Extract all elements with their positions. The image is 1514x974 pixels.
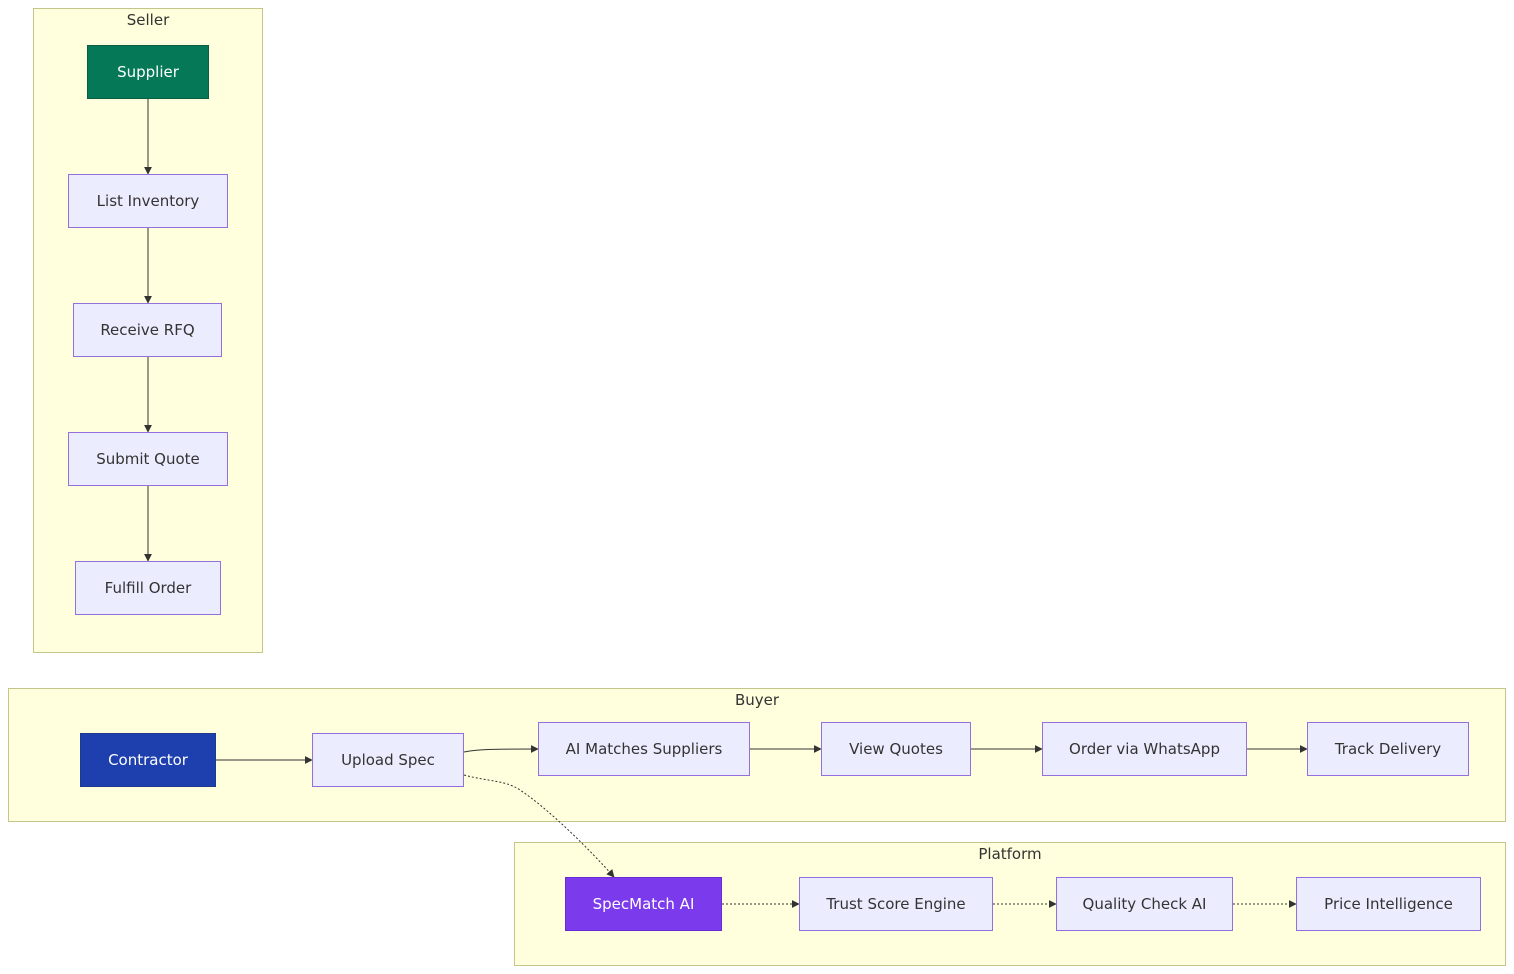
seller-lane-title: Seller — [126, 11, 170, 29]
node-supplier: Supplier — [87, 45, 209, 99]
node-price-intelligence-label: Price Intelligence — [1324, 895, 1453, 913]
node-specmatch-ai-label: SpecMatch AI — [592, 895, 695, 913]
node-ai-matches-suppliers-label: AI Matches Suppliers — [565, 740, 723, 758]
node-view-quotes: View Quotes — [821, 722, 971, 776]
node-contractor: Contractor — [80, 733, 216, 787]
node-price-intelligence: Price Intelligence — [1296, 877, 1481, 931]
node-fulfill-order: Fulfill Order — [75, 561, 221, 615]
node-list-inventory: List Inventory — [68, 174, 228, 228]
node-trust-score-engine-label: Trust Score Engine — [826, 895, 966, 913]
buyer-lane-title: Buyer — [734, 691, 780, 709]
node-quality-check-ai-label: Quality Check AI — [1082, 895, 1207, 913]
node-track-delivery: Track Delivery — [1307, 722, 1469, 776]
platform-lane-title: Platform — [978, 845, 1042, 863]
buyer-lane: Buyer — [8, 688, 1506, 822]
node-order-via-whatsapp-label: Order via WhatsApp — [1069, 740, 1220, 758]
node-supplier-label: Supplier — [117, 63, 179, 81]
node-order-via-whatsapp: Order via WhatsApp — [1042, 722, 1247, 776]
node-specmatch-ai: SpecMatch AI — [565, 877, 722, 931]
node-receive-rfq-label: Receive RFQ — [100, 321, 195, 339]
node-submit-quote: Submit Quote — [68, 432, 228, 486]
node-contractor-label: Contractor — [108, 751, 188, 769]
node-list-inventory-label: List Inventory — [96, 192, 200, 210]
node-ai-matches-suppliers: AI Matches Suppliers — [538, 722, 750, 776]
node-fulfill-order-label: Fulfill Order — [104, 579, 192, 597]
node-upload-spec: Upload Spec — [312, 733, 464, 787]
node-upload-spec-label: Upload Spec — [341, 751, 435, 769]
node-submit-quote-label: Submit Quote — [96, 450, 200, 468]
node-track-delivery-label: Track Delivery — [1334, 740, 1442, 758]
node-quality-check-ai: Quality Check AI — [1056, 877, 1233, 931]
node-receive-rfq: Receive RFQ — [73, 303, 222, 357]
node-view-quotes-label: View Quotes — [849, 740, 943, 758]
node-trust-score-engine: Trust Score Engine — [799, 877, 993, 931]
